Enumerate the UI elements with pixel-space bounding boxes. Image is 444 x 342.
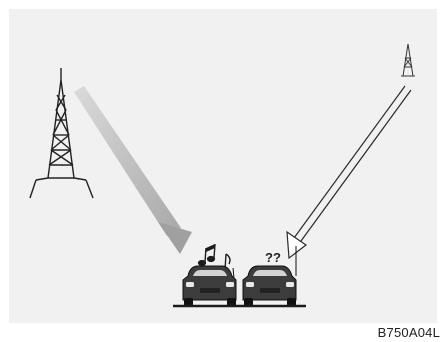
- weak-signal-arrow: [287, 86, 411, 258]
- distant-radio-tower-icon: [401, 44, 415, 76]
- strong-signal-beam: [74, 86, 192, 254]
- figure-code: B750A04L: [378, 325, 440, 340]
- confused-label: ??: [265, 250, 281, 265]
- car-receiving-signal-icon: [183, 266, 236, 306]
